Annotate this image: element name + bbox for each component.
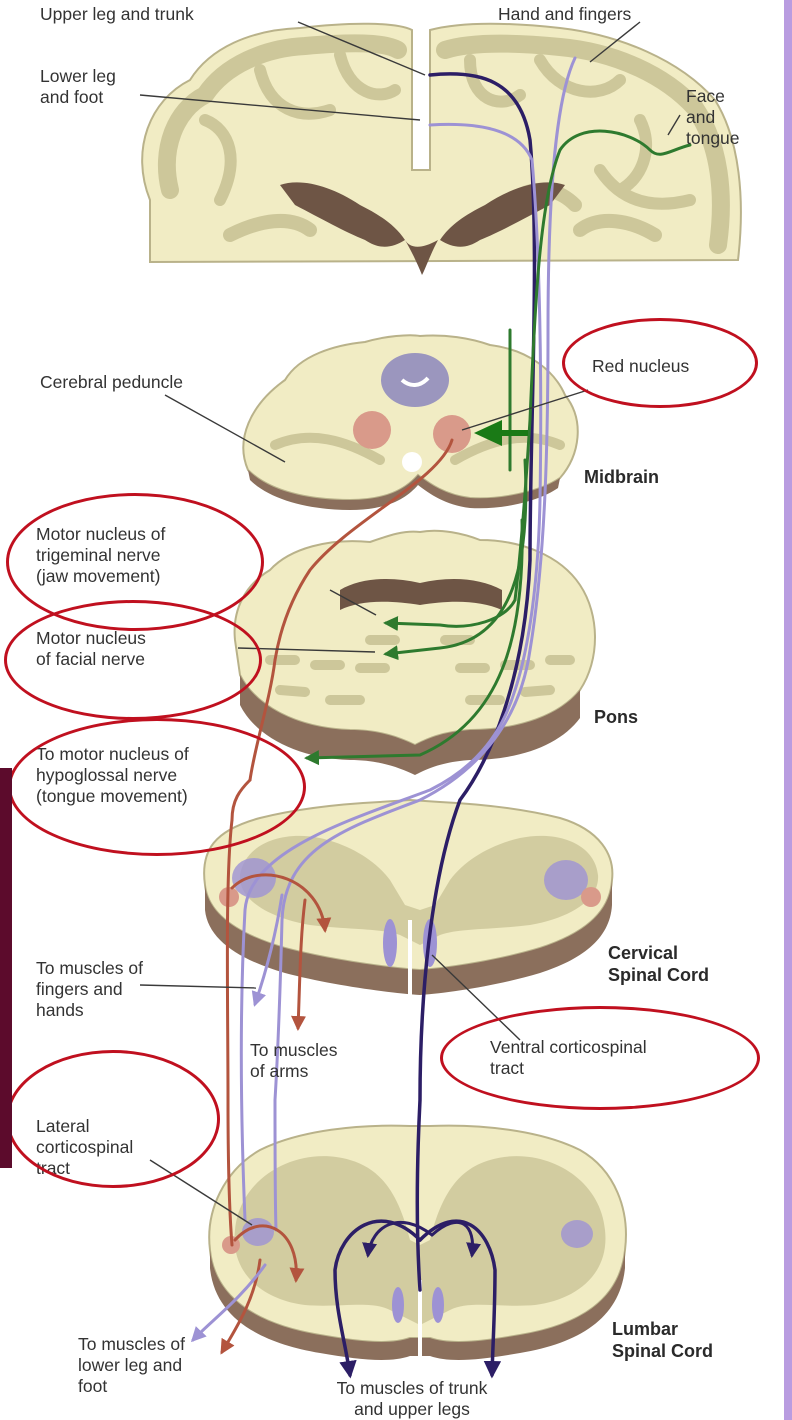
lumbar-ventral-tract-left <box>392 1287 404 1323</box>
label-lower-leg-foot: Lower leg and foot <box>40 66 116 108</box>
label-muscles-fingers-hands: To muscles of fingers and hands <box>36 958 143 1021</box>
cervical-lateral-tract-right <box>544 860 588 900</box>
tectum <box>381 353 449 407</box>
leader-fingers-hands <box>140 985 256 988</box>
label-hypoglossal: To motor nucleus of hypoglossal nerve (t… <box>36 744 189 807</box>
label-muscles-lower-leg-foot: To muscles of lower leg and foot <box>78 1334 185 1397</box>
label-ventral-corticospinal: Ventral corticospinal tract <box>490 1037 647 1079</box>
label-cerebral-peduncle: Cerebral peduncle <box>40 372 183 393</box>
cervical-ventral-tract-left <box>383 919 397 967</box>
label-motor-trigeminal: Motor nucleus of trigeminal nerve (jaw m… <box>36 524 165 587</box>
label-red-nucleus: Red nucleus <box>592 356 689 377</box>
right-side-accent-bar <box>784 0 792 1420</box>
label-muscles-arms: To muscles of arms <box>250 1040 338 1082</box>
level-midbrain: Midbrain <box>584 466 659 488</box>
level-cervical: Cervical Spinal Cord <box>608 942 709 986</box>
lumbar-ventral-tract-right <box>432 1287 444 1323</box>
label-face-tongue: Face and tongue <box>686 86 740 149</box>
midbrain-section <box>243 335 577 510</box>
label-lateral-corticospinal: Lateral corticospinal tract <box>36 1116 133 1179</box>
cervical-rubrospinal-right <box>581 887 601 907</box>
red-nucleus-left <box>353 411 391 449</box>
level-lumbar: Lumbar Spinal Cord <box>612 1318 713 1362</box>
level-pons: Pons <box>594 706 638 728</box>
left-side-accent-bar <box>0 768 12 1168</box>
lumbar-lateral-tract-right <box>561 1220 593 1248</box>
label-hand-fingers: Hand and fingers <box>498 4 631 25</box>
label-motor-facial: Motor nucleus of facial nerve <box>36 628 146 670</box>
interpeduncular-notch <box>402 452 422 472</box>
red-nucleus-right <box>433 415 471 453</box>
label-muscles-trunk-upper-legs: To muscles of trunk and upper legs <box>282 1378 542 1420</box>
rubrospinal-to-pons-dorsal <box>232 780 250 820</box>
label-upper-leg-trunk: Upper leg and trunk <box>40 4 194 25</box>
